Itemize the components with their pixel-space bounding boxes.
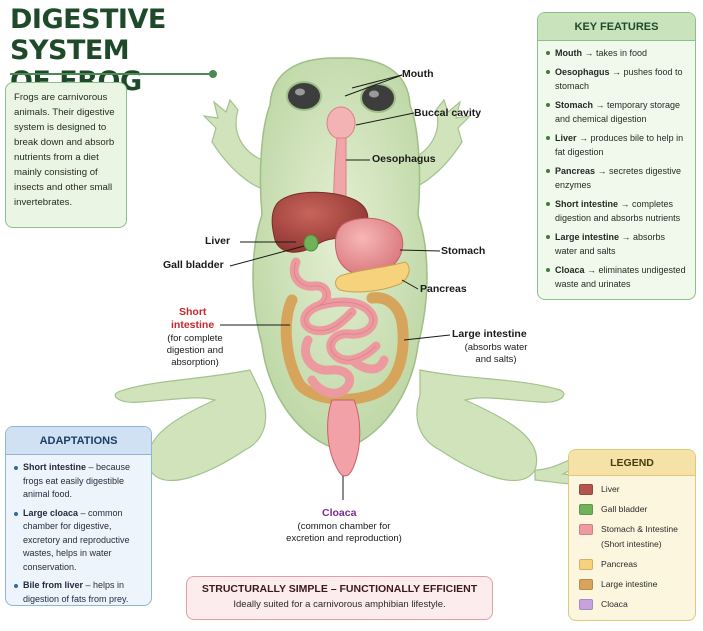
feature-item: Short intestine → completes digestion an…: [546, 197, 689, 225]
legend-item: Cloaca: [579, 597, 689, 612]
legend-item: Gall bladder: [579, 502, 689, 517]
legend-item: Large intestine: [579, 577, 689, 592]
legend-swatch: [579, 579, 593, 590]
summary-banner: STRUCTURALLY SIMPLE – FUNCTIONALLY EFFIC…: [186, 576, 493, 620]
label-gall-bladder: Gall bladder: [163, 259, 224, 271]
cloaca-shape: [327, 399, 361, 477]
legend-heading: LEGEND: [569, 450, 695, 476]
short-intestine-caption: (for complete digestion and absorption): [150, 333, 240, 369]
feature-item: Stomach → temporary storage and chemical…: [546, 98, 689, 126]
feature-item: Large intestine → absorbs water and salt…: [546, 230, 689, 258]
title-underline-dot: [209, 70, 217, 78]
adaptation-item: Bile from liver – helps in digestion of …: [14, 579, 145, 605]
key-features-panel: KEY FEATURES Mouth → takes in food Oesop…: [537, 12, 696, 300]
feature-item: Pancreas → secretes digestive enzymes: [546, 164, 689, 192]
large-intestine-caption-1: (absorbs water: [464, 342, 528, 353]
legend-swatch: [579, 559, 593, 570]
legend-panel: LEGEND Liver Gall bladder Stomach & Inte…: [568, 449, 696, 621]
label-short-intestine-line2: intestine: [171, 319, 215, 331]
legend-item: Pancreas: [579, 557, 689, 572]
legend-item: Liver: [579, 482, 689, 497]
label-liver: Liver: [205, 235, 231, 247]
legend-list: Liver Gall bladder Stomach & Intestine (…: [569, 476, 695, 612]
feature-item: Liver → produces bile to help in fat dig…: [546, 131, 689, 159]
legend-swatch: [579, 484, 593, 495]
adaptations-heading: ADAPTATIONS: [6, 427, 151, 455]
short-intestine-caption-1: (for complete: [167, 333, 223, 344]
intro-text: Frogs are carnivorous animals. Their dig…: [14, 92, 115, 208]
page-title: DIGESTIVE SYSTEM OF FROG: [10, 4, 270, 97]
label-leader-lines: [220, 74, 451, 500]
adaptation-item: Short intestine – because frogs eat easi…: [14, 461, 145, 502]
large-intestine-caption: (absorbs water and salts): [446, 342, 546, 366]
key-features-list: Mouth → takes in food Oesophagus → pushe…: [538, 41, 695, 291]
label-cloaca: Cloaca: [322, 507, 357, 519]
pancreas-shape: [335, 261, 410, 293]
large-intestine-caption-2: and salts): [475, 354, 517, 365]
cloaca-caption-1: (common chamber for: [297, 521, 391, 532]
label-buccal-cavity: Buccal cavity: [414, 107, 482, 119]
short-intestine-caption-2: digestion and: [166, 345, 224, 356]
adaptations-panel: ADAPTATIONS Short intestine – because fr…: [5, 426, 152, 606]
adaptation-item: Large cloaca – common chamber for digest…: [14, 507, 145, 575]
summary-banner-title: STRUCTURALLY SIMPLE – FUNCTIONALLY EFFIC…: [201, 583, 478, 595]
legend-swatch: [579, 524, 593, 535]
feature-item: Mouth → takes in food: [546, 46, 689, 60]
cloaca-caption-2: excretion and reproduction): [286, 533, 402, 544]
intro-box: Frogs are carnivorous animals. Their dig…: [5, 82, 127, 228]
page-title-line1: DIGESTIVE SYSTEM: [10, 4, 166, 66]
title-underline: [10, 73, 212, 75]
label-large-intestine: Large intestine: [452, 328, 527, 340]
short-intestine-caption-3: absorption): [171, 357, 219, 368]
feature-item: Cloaca → eliminates undigested waste and…: [546, 263, 689, 291]
large-intestine-shape: [280, 292, 409, 405]
feature-item: Oesophagus → pushes food to stomach: [546, 65, 689, 93]
legend-item: Stomach & Intestine (Short intestine): [579, 522, 689, 552]
key-features-heading: KEY FEATURES: [538, 13, 695, 41]
frog-front-legs: [202, 98, 472, 191]
cloaca-caption: (common chamber for excretion and reprod…: [283, 521, 405, 545]
label-stomach: Stomach: [441, 245, 486, 257]
legend-swatch: [579, 599, 593, 610]
legend-swatch: [579, 504, 593, 515]
adaptations-list: Short intestine – because frogs eat easi…: [6, 455, 151, 605]
gall-bladder-shape: [303, 234, 319, 252]
summary-banner-subtitle: Ideally suited for a carnivorous amphibi…: [233, 599, 446, 610]
label-pancreas: Pancreas: [420, 283, 467, 295]
buccal-cavity-shape: [326, 106, 356, 140]
label-mouth: Mouth: [402, 68, 434, 80]
label-oesophagus: Oesophagus: [372, 153, 436, 165]
label-short-intestine-line1: Short: [179, 306, 207, 318]
